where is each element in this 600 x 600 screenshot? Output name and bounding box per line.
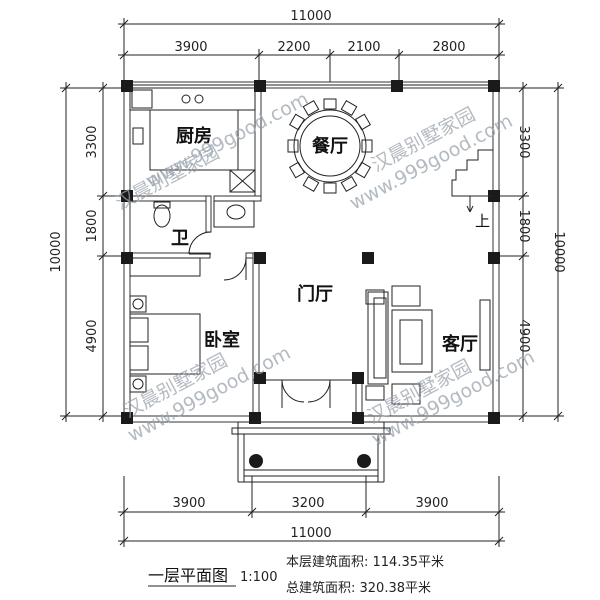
top-dimension-3: 2100 <box>347 40 380 55</box>
bedroom-label: 卧室 <box>204 329 240 351</box>
living-room-furniture <box>365 285 491 405</box>
right-total-dimension: 10000 <box>551 231 566 272</box>
bedroom-fixtures <box>129 257 247 393</box>
top-total-dimension: 11000 <box>290 9 331 24</box>
bottom-dimension-3: 3900 <box>415 496 448 511</box>
total-area-label: 总建筑面积: 320.38平米 <box>286 580 431 596</box>
dining-table <box>287 98 373 194</box>
plan-scale: 1:100 <box>240 570 277 585</box>
top-dimension-2: 2200 <box>277 40 310 55</box>
top-dimension-4: 2800 <box>432 40 465 55</box>
left-dimension-3: 4900 <box>85 319 100 352</box>
entrance-porch <box>231 379 391 483</box>
watermark-url-1: www.999good.com <box>142 88 312 192</box>
porch-column-left <box>249 454 263 468</box>
floor-area-label: 本层建筑面积: 114.35平米 <box>286 554 444 570</box>
bathroom-label: 卫 <box>171 228 189 249</box>
right-dimension-1: 3300 <box>516 125 531 158</box>
top-dimension-1: 3900 <box>174 40 207 55</box>
kitchen-fixtures <box>129 87 256 193</box>
bottom-dimension-2: 3200 <box>291 496 324 511</box>
right-dimension-lines <box>499 82 564 422</box>
left-dimension-1: 3300 <box>85 125 100 158</box>
right-dimension-2: 1800 <box>516 209 531 242</box>
plan-title: 一层平面图 <box>148 566 228 585</box>
left-dimension-lines <box>60 82 124 422</box>
bottom-dimension-lines <box>118 476 505 547</box>
left-total-dimension: 10000 <box>49 231 64 272</box>
stair-up-label: 上 <box>475 212 490 230</box>
foyer-label: 门厅 <box>297 283 333 305</box>
dining-label: 餐厅 <box>311 135 348 157</box>
staircase <box>451 149 493 213</box>
right-dimension-3: 4900 <box>516 319 531 352</box>
top-dimension-lines <box>118 18 505 82</box>
living-label: 客厅 <box>442 333 478 355</box>
bottom-total-dimension: 11000 <box>290 526 331 541</box>
bottom-dimension-1: 3900 <box>172 496 205 511</box>
porch-column-right <box>357 454 371 468</box>
kitchen-label: 厨房 <box>176 125 212 147</box>
left-dimension-2: 1800 <box>85 209 100 242</box>
bathroom-fixtures <box>153 200 255 255</box>
